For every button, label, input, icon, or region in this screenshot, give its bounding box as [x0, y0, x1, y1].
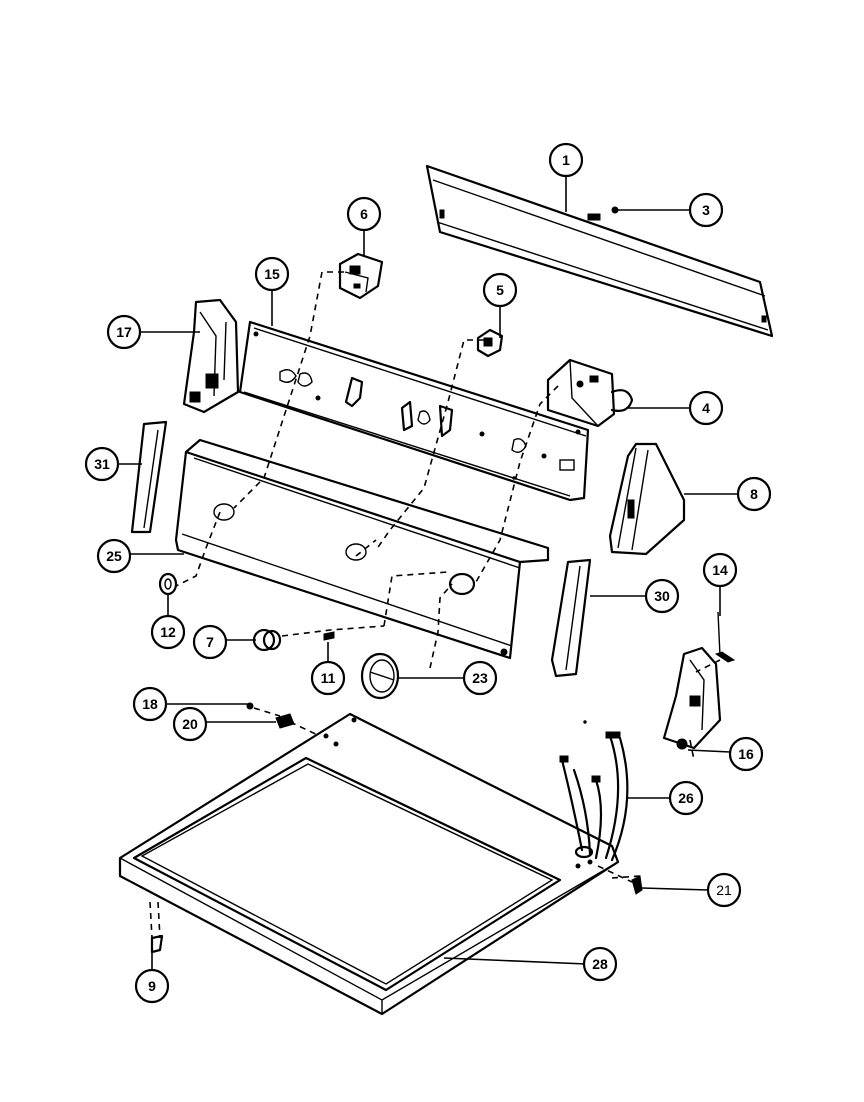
callout-1: 1	[548, 142, 584, 178]
callout-label: 8	[750, 486, 758, 502]
callout-label: 14	[712, 562, 728, 578]
part-9-clip	[150, 934, 164, 954]
callout-label: 5	[496, 282, 504, 298]
callout-28: 28	[582, 946, 618, 982]
callout-15: 15	[254, 256, 290, 292]
part-23-timer-knob	[360, 652, 400, 700]
callout-label: 26	[678, 790, 694, 806]
part-14-screw	[714, 611, 736, 663]
callout-20: 20	[172, 706, 208, 742]
leader-lines	[118, 176, 738, 970]
part-7-knob	[252, 628, 282, 652]
callout-26: 26	[668, 780, 704, 816]
callout-label: 4	[702, 400, 710, 416]
callout-17: 17	[106, 314, 142, 350]
callout-label: 11	[321, 670, 336, 686]
part-11-clip	[323, 631, 335, 641]
assembly-dashed-lines	[149, 271, 721, 939]
callout-label: 17	[116, 324, 132, 340]
part-1-console-back-panel	[425, 164, 774, 338]
callout-4: 4	[688, 390, 724, 426]
part-30-right-trim	[550, 558, 592, 678]
callout-label: 3	[702, 202, 710, 218]
callout-21: 21	[706, 872, 742, 908]
callout-14: 14	[702, 552, 738, 588]
callout-label: 23	[472, 670, 488, 686]
callout-label: 6	[360, 206, 368, 222]
callout-18: 18	[132, 686, 168, 722]
callout-label: 7	[206, 634, 214, 650]
callout-6: 6	[346, 196, 382, 232]
callout-23: 23	[462, 660, 498, 696]
callout-label: 20	[182, 716, 198, 732]
callout-25: 25	[96, 538, 132, 574]
callout-16: 16	[728, 736, 764, 772]
part-25-control-panel-front	[174, 438, 550, 660]
callout-31: 31	[84, 446, 120, 482]
part-4-timer	[546, 358, 634, 428]
callout-7: 7	[192, 624, 228, 660]
callout-3: 3	[688, 192, 724, 228]
callout-label: 21	[716, 882, 732, 898]
callout-label: 18	[142, 696, 158, 712]
part-21-screw	[631, 875, 643, 895]
callout-11: 11	[310, 660, 346, 696]
callout-5: 5	[482, 272, 518, 308]
callout-label: 1	[562, 152, 570, 168]
callout-9: 9	[134, 968, 170, 1004]
callout-label: 16	[738, 746, 754, 762]
part-18-screw	[246, 702, 254, 710]
part-31-left-trim	[130, 420, 168, 534]
callout-label: 15	[264, 266, 280, 282]
callout-label: 12	[160, 624, 176, 640]
callout-label: 9	[148, 978, 156, 994]
callout-label: 25	[106, 548, 122, 564]
part-16-door-switch	[662, 646, 722, 750]
part-3-screw	[611, 206, 619, 214]
part-5-small-switch	[476, 328, 504, 358]
callout-12: 12	[150, 614, 186, 650]
callout-label: 31	[94, 456, 110, 472]
callout-label: 28	[592, 956, 608, 972]
part-17-left-end-cap	[182, 298, 240, 414]
part-8-right-end-cap	[608, 442, 686, 556]
part-28-top-cover	[118, 712, 620, 1016]
part-15-control-panel-bracket	[238, 320, 590, 502]
callout-30: 30	[644, 578, 680, 614]
part-12-knob-insert	[158, 572, 178, 596]
callout-label: 30	[654, 588, 670, 604]
part-6-switch	[338, 252, 384, 300]
callout-8: 8	[736, 476, 772, 512]
part-26-wiring-harness	[559, 731, 629, 862]
